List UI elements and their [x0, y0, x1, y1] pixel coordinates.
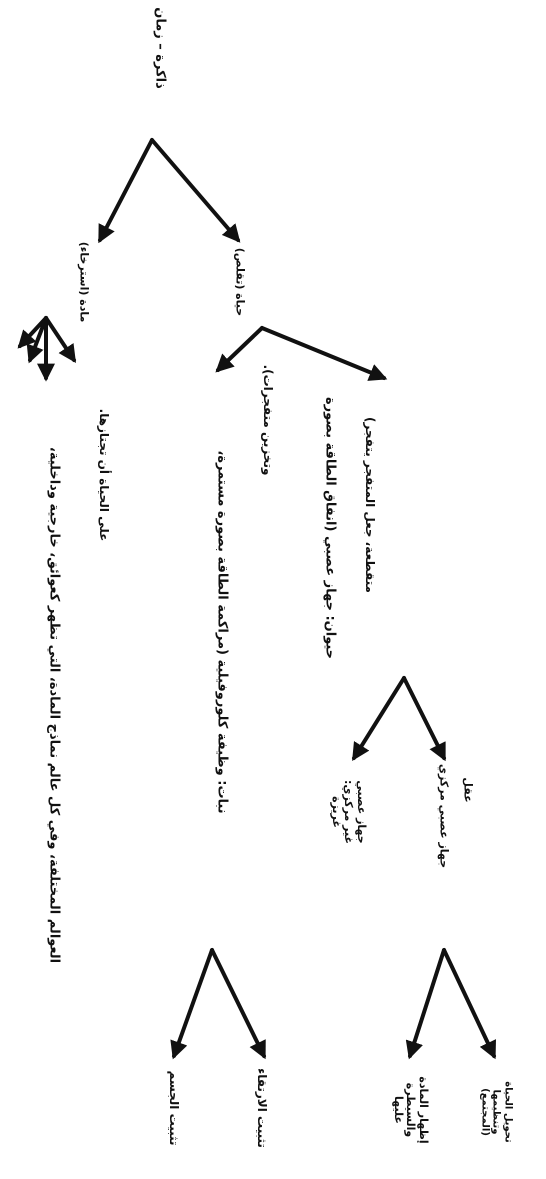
arrow-plants-to-evolution	[210, 948, 266, 1060]
arrow-animal-to-noncentral	[352, 676, 406, 762]
matter-label: مادة (استرخاء)	[77, 241, 91, 323]
fix-evolution-label: تثبيت الارتقاء	[255, 1068, 269, 1148]
matter-appear-label: إظهار المادة والسيطرة عليها	[391, 1076, 430, 1144]
life-label: حياة (تقلص)	[233, 247, 247, 317]
arrow-life-to-plants	[215, 326, 264, 373]
arrow-central-to-transform-life	[442, 948, 496, 1060]
animal-text-continued: متقطعة، جعل المتفجر يتفجر)	[363, 417, 377, 593]
central-ns-label: جهاز عصبي مركزي	[437, 763, 451, 869]
plants-text: نبات: وظيفة كلوروفيلية (مراكمة الطاقة بص…	[214, 450, 230, 814]
arrow-plants-to-body	[170, 948, 214, 1060]
arrow-life-to-animal	[260, 326, 388, 381]
arrow-cluster-1	[17, 316, 48, 349]
arrow-cluster-4	[44, 316, 76, 363]
worlds-text-continued: على الحياة أن تجتازها.	[97, 408, 111, 542]
arrow-cluster-2	[26, 316, 48, 364]
fix-body-label: تثبيت الجسم	[167, 1070, 181, 1146]
animal-text: حيوان: جهاز عصبي (انفاق الطاقة بصورة	[322, 396, 338, 660]
central-ns-label-continued: عقل	[461, 777, 475, 803]
transform-life-label: تحويل الحياة وتنظيمها (المجتمع)	[479, 1081, 514, 1143]
arrow-central-to-matter-appear	[405, 948, 446, 1060]
arrow-animal-to-central	[402, 676, 446, 762]
root-label: ذاكرة – زمان	[152, 7, 168, 89]
arrow-root-to-life	[150, 138, 241, 243]
noncentral-ns-label: جهاز عصبي غير مركزي: غريزة	[329, 779, 368, 845]
plants-text-continued: وتخزين متفجرات).	[261, 364, 275, 476]
arrow-root-to-matter	[98, 138, 154, 244]
worlds-text: العوالم المختلفة، وفي كل عالم نماذج الما…	[46, 446, 62, 964]
